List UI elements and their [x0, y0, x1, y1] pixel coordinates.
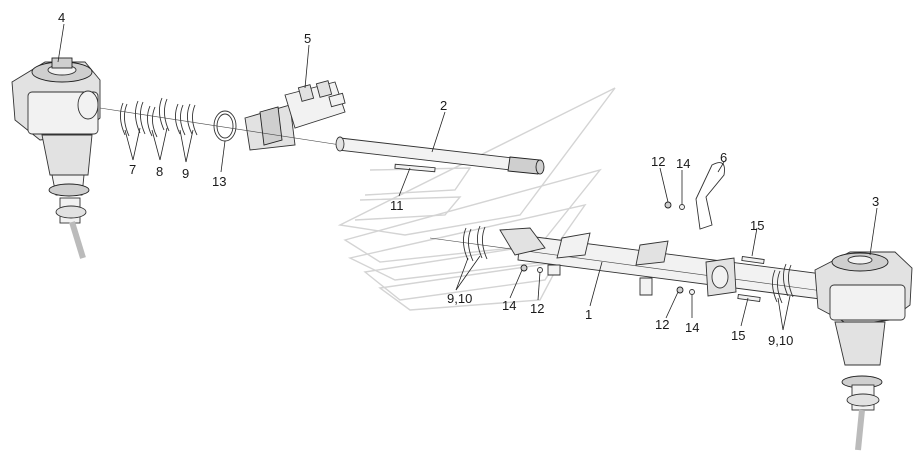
callout-8: 8 [156, 164, 163, 179]
callout-12-top: 12 [651, 154, 665, 169]
gearbox-left [11, 57, 101, 259]
bracket [695, 162, 725, 230]
shaft-axis-line [99, 107, 361, 149]
gearbox-right [814, 251, 913, 451]
callout-labels: 4 5 2 7 8 9 13 11 12 14 6 3 15 9,10 14 1… [58, 10, 879, 348]
callout-6: 6 [720, 150, 727, 165]
callout-11: 11 [390, 198, 404, 213]
drive-shaft [335, 136, 545, 175]
callout-9-10-left: 9,10 [447, 291, 472, 306]
callout-12-bottom: 12 [655, 317, 669, 332]
callout-13: 13 [212, 174, 226, 189]
callout-1: 1 [585, 307, 592, 322]
watermark-logo [337, 87, 616, 311]
callout-9: 9 [182, 166, 189, 181]
coupling-assembly [244, 80, 346, 151]
main-tube [429, 227, 831, 301]
callout-15-top: 15 [750, 218, 764, 233]
callout-3: 3 [872, 194, 879, 209]
o-ring-inner [216, 113, 234, 139]
callout-9-10-right: 9,10 [768, 333, 793, 348]
callout-5: 5 [304, 31, 311, 46]
callout-4: 4 [58, 10, 65, 25]
fasteners [520, 201, 765, 303]
callout-14-mid: 14 [502, 298, 516, 313]
circlips-9-10 [463, 225, 794, 304]
callout-7: 7 [129, 162, 136, 177]
leader-lines [57, 23, 878, 331]
callout-12-mid: 12 [530, 301, 544, 316]
callout-14-bottom: 14 [685, 320, 699, 335]
callout-14-top: 14 [676, 156, 690, 171]
callout-15-bottom: 15 [731, 328, 745, 343]
key [394, 163, 436, 173]
callout-2: 2 [440, 98, 447, 113]
circlips-7-8-9 [120, 97, 198, 138]
